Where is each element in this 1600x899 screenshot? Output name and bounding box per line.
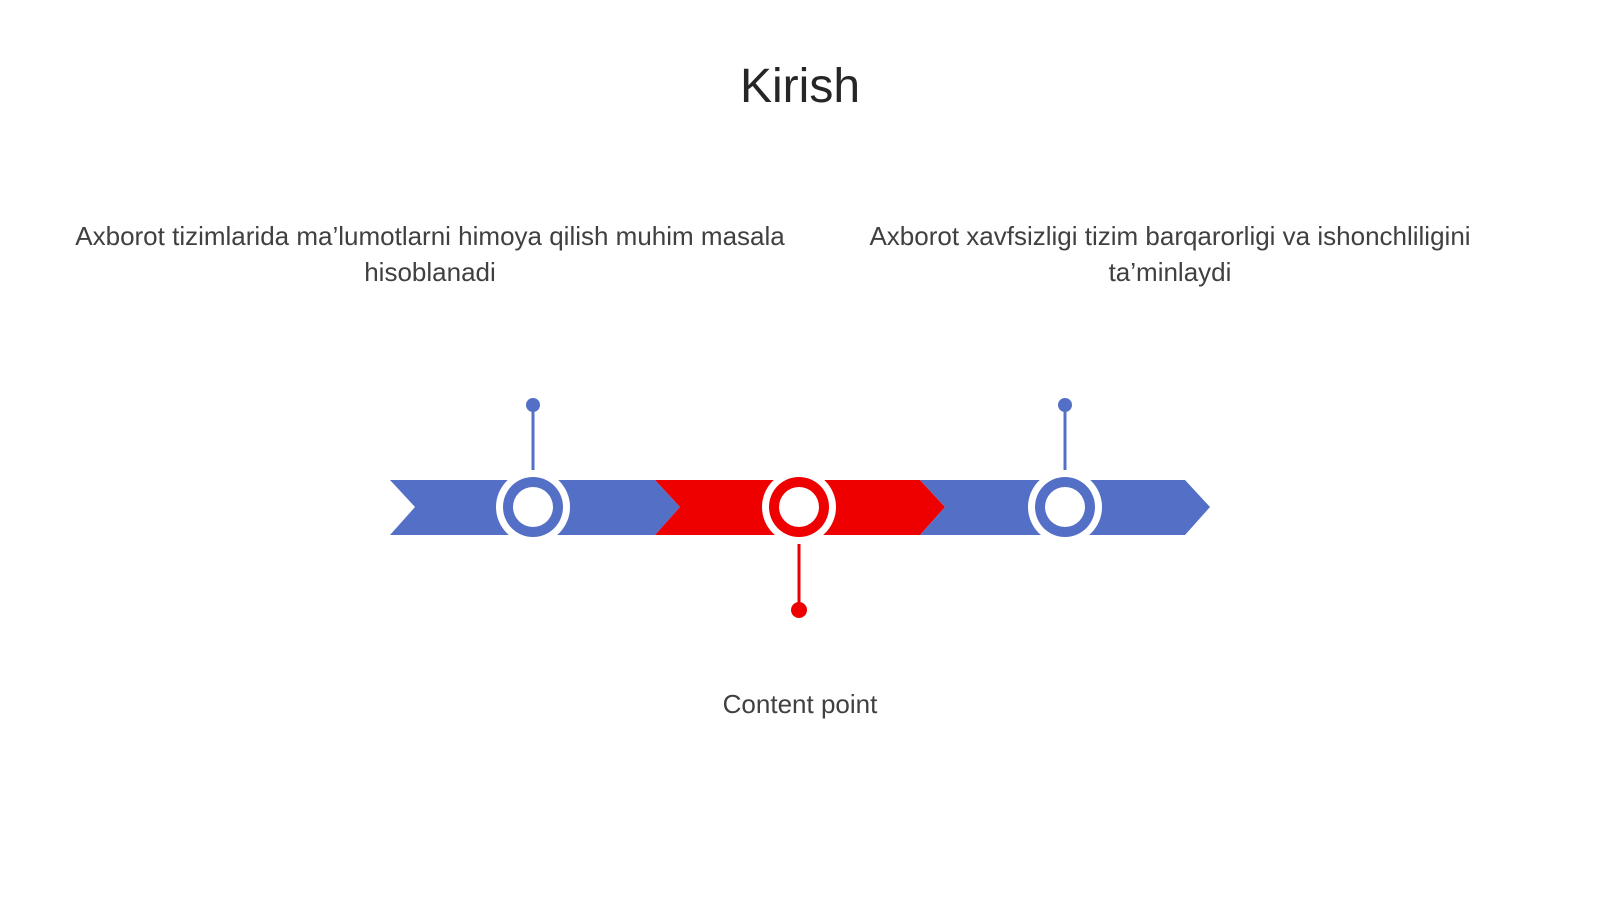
milestone-2-center bbox=[779, 487, 819, 527]
point-3-text: Axborot xavfsizligi tizim barqarorligi v… bbox=[869, 221, 1471, 287]
point-2-text: Content point bbox=[722, 689, 878, 719]
milestone-1-center bbox=[513, 487, 553, 527]
point-1-text: Axborot tizimlarida ma’lumotlarni himoya… bbox=[75, 221, 785, 287]
slide-title: Kirish bbox=[739, 60, 861, 113]
connector-dot-2 bbox=[791, 602, 807, 618]
connector-dot-3 bbox=[1058, 398, 1072, 412]
connector-dot-1 bbox=[526, 398, 540, 412]
milestone-3-center bbox=[1045, 487, 1085, 527]
